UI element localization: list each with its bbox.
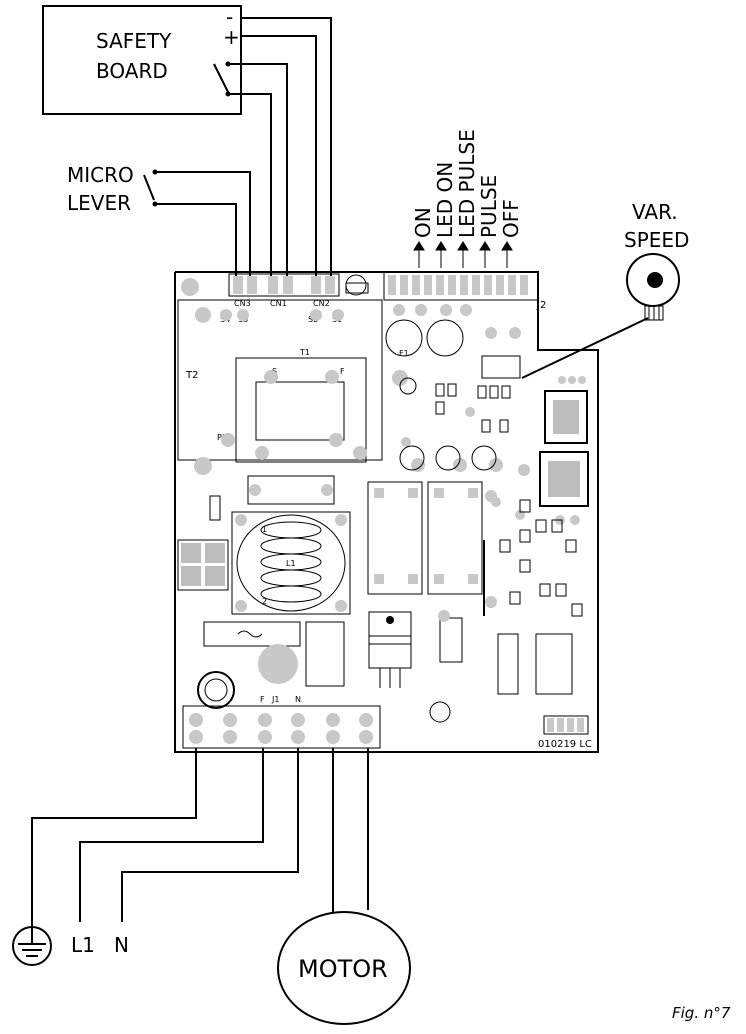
pin-f: F bbox=[340, 367, 345, 376]
led-labels: ON LED ON LED PULSE PULSE OFF bbox=[411, 129, 523, 268]
connector-cn1: CN1 bbox=[270, 299, 287, 308]
mains-n-label: N bbox=[114, 933, 129, 957]
plus-sign: + bbox=[223, 25, 240, 49]
micro-lever-switch-blade bbox=[143, 174, 155, 201]
var-speed-label-2: SPEED bbox=[624, 228, 689, 252]
motor-label: MOTOR bbox=[298, 955, 388, 983]
terminal-j1: J1 bbox=[271, 695, 279, 704]
transformer-t1: T1 bbox=[299, 348, 310, 357]
ground-icon bbox=[12, 922, 52, 966]
var-speed: VAR. SPEED bbox=[521, 200, 689, 379]
safety-board-label-1: SAFETY bbox=[96, 29, 172, 53]
led-label-pulse: PULSE bbox=[477, 175, 501, 238]
connector-j2: J2 bbox=[536, 300, 546, 311]
safety-board-wires bbox=[229, 17, 332, 282]
safety-switch-pin-a bbox=[225, 61, 231, 67]
safety-board-label-2: BOARD bbox=[96, 59, 168, 83]
transformer-t2: T2 bbox=[185, 370, 198, 381]
board-code: 010219 LC bbox=[538, 739, 592, 750]
led-label-led-on: LED ON bbox=[433, 162, 457, 238]
micro-lever: MICRO LEVER bbox=[67, 163, 251, 282]
coil-pin-1: 1 bbox=[262, 525, 267, 534]
motor: MOTOR bbox=[277, 911, 411, 1025]
led-label-on: ON bbox=[411, 207, 435, 238]
safety-switch-blade bbox=[213, 63, 229, 93]
led-label-off: OFF bbox=[499, 199, 523, 238]
connector-cn3: CN3 bbox=[234, 299, 251, 308]
terminal-f: F bbox=[260, 695, 265, 704]
led-label-led-pulse: LED PULSE bbox=[455, 129, 479, 238]
mains-wires bbox=[31, 748, 369, 922]
safety-switch-pin-b bbox=[225, 91, 231, 97]
safety-board-box bbox=[42, 5, 242, 115]
micro-lever-label-2: LEVER bbox=[67, 191, 131, 215]
terminal-n: N bbox=[295, 695, 301, 704]
mains-l1-label: L1 bbox=[71, 933, 95, 957]
coil-pin-2: 2 bbox=[262, 597, 267, 606]
minus-sign: - bbox=[226, 5, 233, 29]
safety-board: SAFETY BOARD - + bbox=[42, 5, 242, 115]
var-speed-wire bbox=[521, 317, 649, 379]
var-speed-label-1: VAR. bbox=[632, 200, 678, 224]
figure-label: Fig. n°7 bbox=[672, 1004, 731, 1022]
micro-lever-label-1: MICRO bbox=[67, 163, 134, 187]
connector-cn2: CN2 bbox=[313, 299, 330, 308]
fuse-f1: F1 bbox=[399, 349, 409, 358]
coil-l1: L1 bbox=[286, 559, 296, 568]
pcb-board: CN3 CN1 CN2 J2 T2 S4 S3 S2 S1 T1 S F P1 … bbox=[174, 271, 599, 753]
motor-circle bbox=[277, 911, 411, 1025]
